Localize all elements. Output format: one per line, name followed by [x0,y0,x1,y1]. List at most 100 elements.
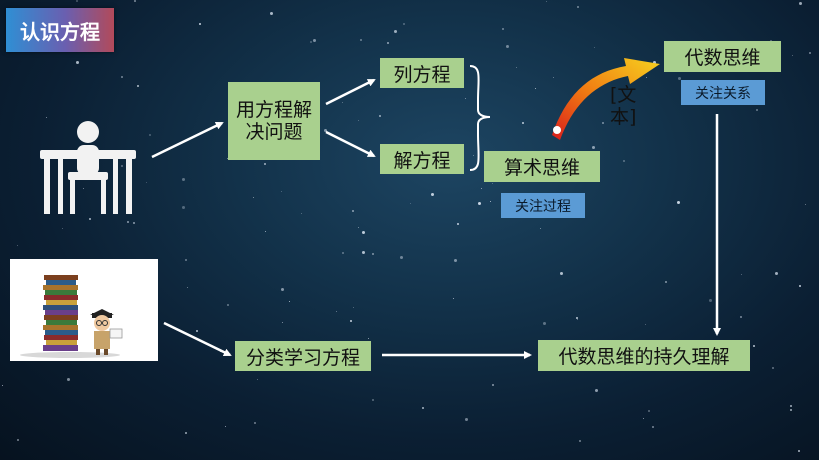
star [352,210,354,212]
page-title: 认识方程 [6,8,114,52]
star [602,122,604,124]
star [2,385,3,386]
star [254,422,256,424]
star [775,272,778,275]
star [62,228,63,229]
bracket-brace [469,65,491,171]
node-algebra-thinking: 代数思维 [664,41,781,72]
star [227,304,229,306]
star [502,28,504,30]
star [540,228,541,229]
star [257,379,258,380]
star [772,367,774,369]
star [281,288,284,291]
star [543,322,546,325]
star [182,206,185,209]
star [76,0,78,2]
star [809,52,811,54]
star [270,12,273,15]
star [368,338,369,339]
star [301,213,302,214]
star [805,204,806,205]
star [516,67,517,68]
star [17,439,19,441]
star [741,274,742,275]
star [83,188,84,189]
star [182,178,185,181]
star [740,316,742,318]
star [478,202,481,205]
star [149,134,151,136]
star [648,410,650,412]
star [799,2,802,5]
star [535,88,536,89]
star [410,203,411,204]
star [133,222,135,224]
star [492,183,493,184]
star [645,324,646,325]
star [594,47,595,48]
star [677,201,680,204]
star [253,197,254,198]
star [756,109,758,111]
node-classify-learning: 分类学习方程 [235,341,371,371]
text-fragment-1: [文 [610,84,637,106]
star [89,218,91,220]
star [652,426,654,428]
star [387,42,389,44]
star [67,378,70,381]
star [310,41,312,43]
star [17,245,18,246]
star [358,120,359,121]
star [264,163,266,165]
star [281,191,282,192]
star [360,39,362,41]
node-arithmetic-thinking: 算术思维 [484,151,600,182]
star [492,384,494,386]
star [372,253,374,255]
star [595,389,598,392]
node-lasting-understanding: 代数思维的持久理解 [538,340,750,371]
star [137,85,139,87]
text-fragment-2: 本] [610,106,637,128]
star [453,298,454,299]
star [506,45,509,48]
star [798,450,800,452]
star [185,259,187,261]
star [592,146,595,149]
star [265,231,266,232]
star [799,285,801,287]
star [709,299,712,302]
star [546,1,547,2]
star [465,418,468,421]
star [753,345,755,347]
star [225,426,226,427]
star [646,77,647,78]
star [358,227,359,228]
star [454,259,457,262]
star [473,155,474,156]
star [522,122,524,124]
star [400,256,403,259]
star [643,418,644,419]
curve-start-dot [553,126,561,134]
star [457,223,459,225]
star [196,330,198,332]
label-focus-process: 关注过程 [501,193,585,218]
star [313,39,316,42]
star [431,193,434,196]
star [623,160,625,162]
arrow-books-to-classify [163,321,232,357]
star [665,281,667,283]
star [579,440,581,442]
node-list-equation: 列方程 [380,58,464,88]
star [353,307,354,308]
growth-curve-arrow [552,58,660,140]
star [362,231,365,234]
star [289,301,290,302]
star [121,165,123,167]
star [678,77,681,80]
star [46,117,47,118]
star [199,23,201,25]
